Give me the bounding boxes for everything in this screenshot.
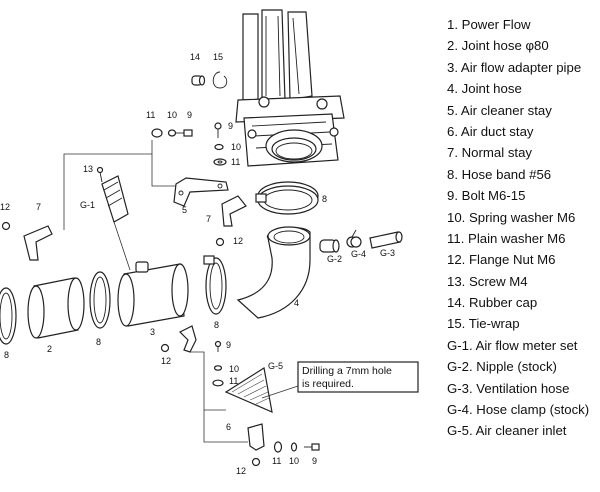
callout-14: 14 [190, 52, 200, 62]
callout-g5: G-5 [268, 361, 283, 371]
hose-band-upper [255, 181, 319, 215]
air-duct-stay [247, 423, 265, 451]
air-flow-adapter-pipe [117, 261, 189, 327]
hose-band-far-left [0, 287, 17, 345]
legend-item: 10. Spring washer M6 [447, 209, 576, 225]
legend-item: 13. Screw M4 [447, 273, 528, 289]
normal-stay-right [221, 195, 247, 227]
callout-10-bottom: 10 [289, 456, 299, 466]
hose-clamp-part [346, 229, 362, 248]
hose-band-mid-right [203, 255, 227, 315]
bolt-stack-left [151, 128, 193, 138]
callout-9-lower: 9 [226, 340, 231, 350]
callout-9-top: 9 [228, 121, 233, 131]
ventilation-hose-part [369, 231, 403, 249]
rubber-cap-part [191, 75, 206, 86]
bolt-stack-top [213, 122, 227, 166]
intake-manifold [235, 9, 345, 167]
legend-item: 6. Air duct stay [447, 123, 534, 139]
legend-item: 9. Bolt M6-15 [447, 188, 526, 204]
callout-12-far-left: 12 [0, 202, 10, 212]
callout-10-top: 10 [231, 142, 241, 152]
callout-12-lower-left: 12 [161, 356, 171, 366]
callout-g3: G-3 [380, 248, 395, 258]
tie-wrap-part [212, 71, 228, 89]
air-cleaner-inlet [224, 367, 273, 413]
callout-9-left: 9 [187, 110, 192, 120]
legend-item: 7. Normal stay [447, 145, 533, 161]
legend-item: 2. Joint hose φ80 [447, 38, 549, 54]
callout-10-lower: 10 [229, 364, 239, 374]
legend-item: 15. Tie-wrap [447, 316, 520, 332]
upper-small-stay [178, 325, 197, 353]
callout-g2: G-2 [327, 254, 342, 264]
drilling-note-line1: Drilling a 7mm hole [302, 365, 392, 377]
legend-item: G-4. Hose clamp (stock) [447, 402, 590, 418]
callout-11-bottom: 11 [272, 456, 281, 466]
exploded-parts-diagram: 14 15 9 10 11 11 10 9 5 7 12 8 4 [0, 9, 419, 476]
joint-hose-80 [27, 277, 85, 339]
callout-6: 6 [226, 422, 231, 432]
hose-band-mid-left [89, 271, 111, 329]
legend-item: 14. Rubber cap [447, 295, 538, 311]
callout-7-right: 7 [206, 214, 211, 224]
legend-item: G-5. Air cleaner inlet [447, 423, 567, 439]
callout-13: 13 [83, 164, 93, 174]
callout-8-upper: 8 [322, 194, 327, 204]
legend-item: 8. Hose band #56 [447, 166, 552, 182]
callout-5: 5 [182, 205, 187, 215]
drilling-note-box [297, 361, 419, 393]
legend-item: 12. Flange Nut M6 [447, 252, 556, 268]
parts-legend: 1. Power Flow 2. Joint hose φ80 3. Air f… [447, 14, 600, 442]
bolt-row-bottom [251, 441, 320, 467]
callout-g1: G-1 [80, 200, 95, 210]
drilling-note-line2: is required. [302, 378, 354, 390]
callout-9-bottom: 9 [312, 456, 317, 466]
flange-nut-far-left [1, 221, 11, 231]
callout-12-right: 12 [233, 236, 243, 246]
bolt-stack-lower [212, 340, 224, 387]
callout-8-mid-right: 8 [214, 320, 219, 330]
callout-4: 4 [294, 298, 299, 308]
callout-7-left: 7 [36, 202, 41, 212]
callout-15: 15 [213, 52, 223, 62]
callout-8-far-left: 8 [4, 350, 9, 360]
airflow-meter-set [101, 175, 129, 223]
legend-item: 5. Air cleaner stay [447, 102, 552, 118]
callout-10-left: 10 [167, 110, 177, 120]
legend-item: G-1. Air flow meter set [447, 337, 578, 353]
legend-item: G-2. Nipple (stock) [447, 359, 557, 375]
callout-3: 3 [150, 327, 155, 337]
air-cleaner-stay [173, 177, 229, 207]
nipple-part [319, 239, 340, 253]
callout-2: 2 [47, 344, 52, 354]
legend-item: 11. Plain washer M6 [447, 230, 566, 246]
callout-g4: G-4 [351, 249, 366, 259]
legend-item: G-3. Ventilation hose [447, 380, 570, 396]
callout-11-left: 11 [146, 110, 155, 120]
legend-item: 1. Power Flow [447, 17, 531, 32]
callout-8-mid-left: 8 [96, 337, 101, 347]
callout-11-lower: 11 [229, 376, 238, 386]
legend-item: 3. Air flow adapter pipe [447, 59, 582, 75]
normal-stay-left [23, 225, 53, 261]
legend-item: 4. Joint hose [447, 81, 522, 97]
callout-12-bottom: 12 [236, 466, 246, 476]
callout-11-top: 11 [231, 157, 240, 167]
